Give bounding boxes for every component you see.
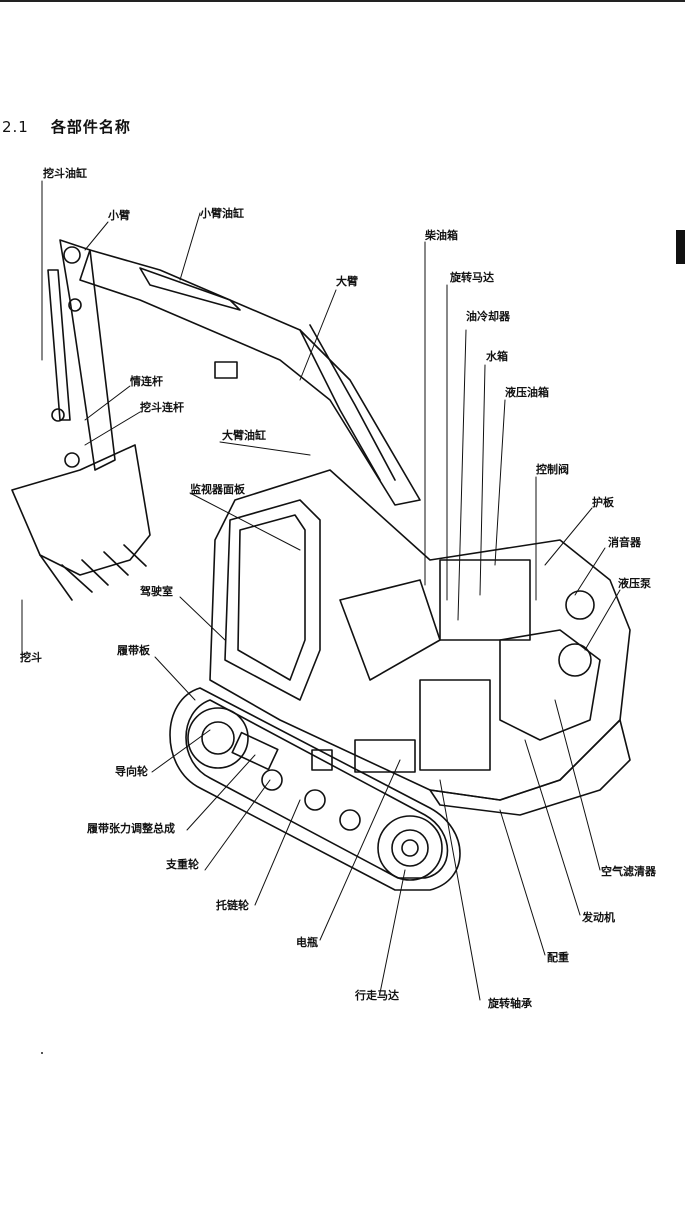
label-arm-cylinder: 小臂油缸: [200, 207, 244, 220]
idler-wheel: [187, 707, 249, 769]
boom: [79, 249, 421, 506]
label-track-shoe: 履带板: [117, 644, 150, 657]
tank-block: [439, 559, 531, 641]
counterweight-shape: [429, 719, 631, 816]
engine-block: [499, 629, 601, 741]
pump-shape: [558, 643, 592, 677]
label-muffler: 消音器: [608, 536, 641, 549]
label-cab: 驾驶室: [140, 585, 173, 598]
leader-lines: [21, 180, 621, 1001]
label-travel-motor: 行走马达: [355, 989, 399, 1002]
label-bucket-cylinder: 挖斗油缸: [43, 167, 87, 180]
roller-1: [261, 769, 283, 791]
label-counterweight: 配重: [547, 951, 569, 964]
label-idler: 导向轮: [115, 765, 148, 778]
section-number: 2.1: [2, 118, 29, 136]
label-swing-motor: 旋转马达: [450, 271, 494, 284]
upper-structure: [209, 469, 631, 816]
label-control-valve: 控制阀: [536, 463, 569, 476]
label-track-roller: 支重轮: [166, 858, 199, 871]
work-light: [214, 361, 238, 379]
arm-cylinder-shape: [139, 267, 241, 311]
cab-outline: [224, 499, 321, 701]
page-edge-tab: [676, 230, 685, 264]
roller-3: [339, 809, 361, 831]
cab-window: [237, 514, 306, 681]
label-hydraulic-pump: 液压泵: [618, 577, 651, 590]
bucket-shape: [11, 444, 151, 576]
adjuster: [231, 731, 279, 771]
label-water-tank: 水箱: [486, 350, 508, 363]
label-bucket-link: 挖斗连杆: [140, 401, 184, 414]
label-bucket: 挖斗: [20, 651, 42, 664]
top-rule: [0, 0, 685, 2]
label-hydraulic-tank: 液压油箱: [505, 386, 549, 399]
roller-2: [304, 789, 326, 811]
label-boom: 大臂: [336, 275, 358, 288]
label-air-cleaner: 空气滤清器: [601, 865, 656, 878]
section-title: 各部件名称: [50, 118, 131, 136]
label-swing-bearing: 旋转轴承: [488, 997, 532, 1010]
bucket-cylinder-shape: [47, 269, 71, 421]
label-arm: 小臂: [108, 209, 130, 222]
stray-dot: [41, 1052, 43, 1054]
label-oil-cooler: 油冷却器: [466, 310, 510, 323]
battery-shape: [354, 739, 416, 773]
label-idler-link: 情连杆: [130, 375, 163, 388]
label-engine: 发动机: [582, 911, 615, 924]
muffler-shape: [565, 590, 595, 620]
seat: [339, 579, 441, 681]
carrier-roller-shape: [311, 749, 333, 771]
label-monitor-panel: 监视器面板: [190, 483, 245, 496]
label-guard-plate: 护板: [592, 496, 614, 509]
label-fuel-tank: 柴油箱: [425, 229, 458, 242]
sprocket-wheel: [377, 815, 443, 881]
label-carrier-roller: 托链轮: [216, 899, 249, 912]
section-heading: 2.1 各部件名称: [2, 116, 131, 137]
label-boom-cylinder: 大臂油缸: [222, 429, 266, 442]
radiator: [419, 679, 491, 771]
label-track-adjuster: 履带张力调整总成: [87, 822, 175, 835]
label-battery: 电瓶: [296, 936, 318, 949]
bucket-teeth: [39, 544, 147, 601]
arm-and-bucket: [11, 239, 151, 601]
track-assembly: [169, 687, 461, 891]
